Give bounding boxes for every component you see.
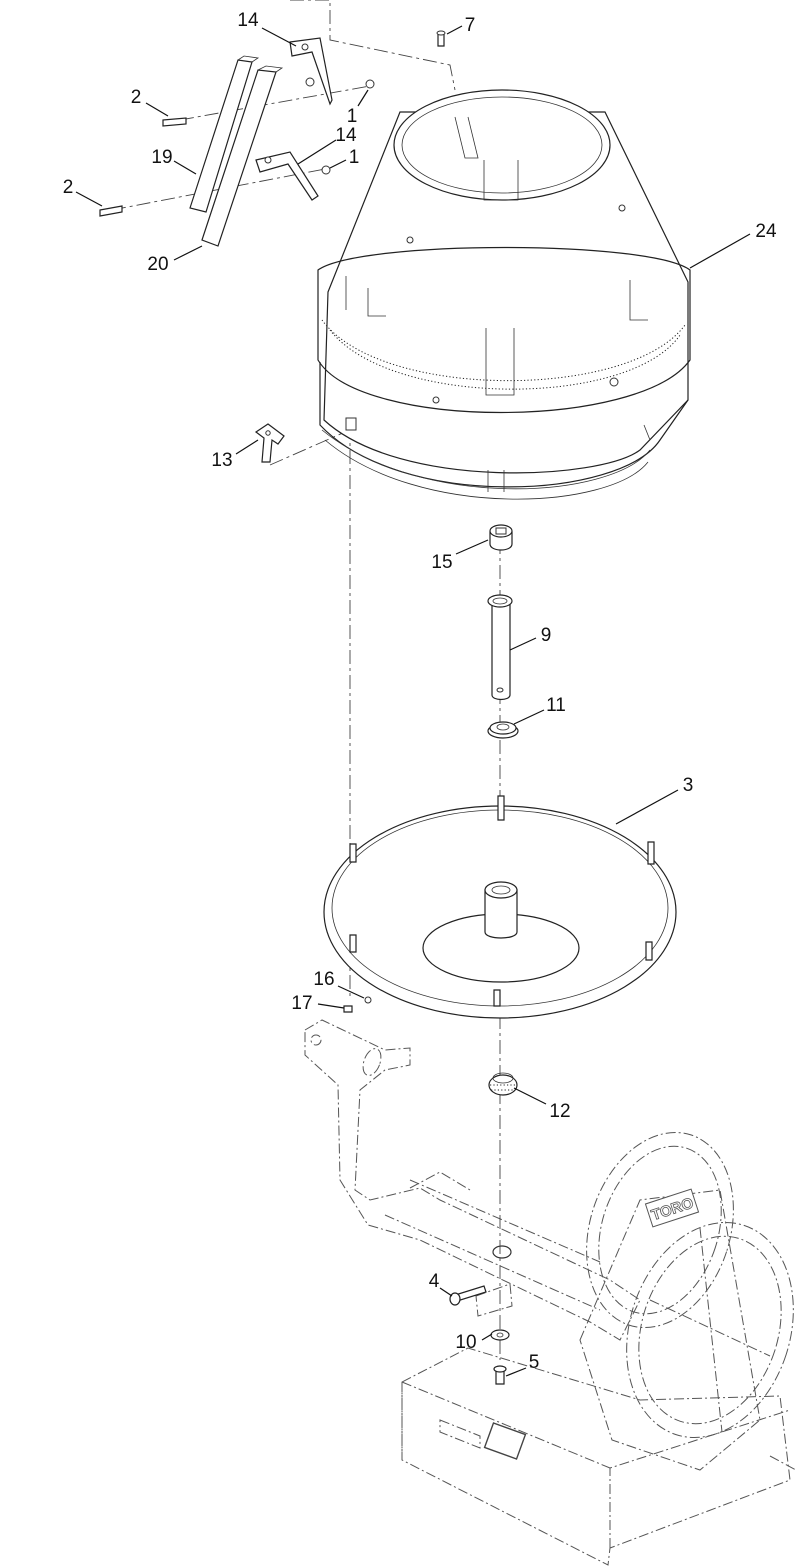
callout-1-upper: 1 xyxy=(347,89,369,127)
callout-label: 19 xyxy=(151,147,172,168)
callout-label: 12 xyxy=(549,1101,570,1122)
callout-label: 4 xyxy=(429,1271,440,1292)
callout-label: 5 xyxy=(529,1352,540,1373)
callout-label: 1 xyxy=(349,147,360,168)
callout-10: 10 xyxy=(455,1332,493,1353)
callout-label: 14 xyxy=(335,125,357,146)
callout-7: 7 xyxy=(446,15,476,36)
callout-3: 3 xyxy=(615,775,694,825)
callout-label: 24 xyxy=(755,221,777,242)
callout-5: 5 xyxy=(505,1352,540,1377)
callout-14-top: 14 xyxy=(237,10,297,47)
callout-label: 11 xyxy=(546,695,566,716)
callout-4: 4 xyxy=(429,1271,453,1297)
pinion-gear-12 xyxy=(488,1072,518,1096)
bottom-pan xyxy=(323,795,677,1019)
clip-13 xyxy=(254,423,285,463)
callout-14-lower: 14 xyxy=(297,125,357,165)
lower-fasteners xyxy=(449,1285,510,1385)
callout-label: 10 xyxy=(455,1332,476,1353)
drum-assembly xyxy=(317,89,691,500)
callout-2-lower: 2 xyxy=(63,177,103,207)
callout-24: 24 xyxy=(689,221,777,269)
callout-label: 14 xyxy=(237,10,259,31)
callout-label: 15 xyxy=(431,552,452,573)
callout-9: 9 xyxy=(509,625,552,651)
callout-16: 16 xyxy=(313,969,365,999)
callout-label: 9 xyxy=(541,625,552,646)
callout-19: 19 xyxy=(151,147,197,175)
callout-label: 2 xyxy=(131,87,142,108)
callout-label: 7 xyxy=(465,15,476,36)
callout-12: 12 xyxy=(513,1087,571,1122)
callout-label: 2 xyxy=(63,177,74,198)
callout-20: 20 xyxy=(147,245,203,275)
shaft-parts xyxy=(487,524,519,739)
callout-13: 13 xyxy=(211,439,259,471)
callout-label: 3 xyxy=(683,775,694,796)
blade-brackets xyxy=(99,30,446,247)
callout-2-upper: 2 xyxy=(131,87,169,117)
callout-label: 20 xyxy=(147,254,168,275)
callout-17: 17 xyxy=(291,993,345,1014)
callout-1-lower: 1 xyxy=(329,147,360,169)
callout-15: 15 xyxy=(431,539,489,573)
callout-label: 17 xyxy=(291,993,312,1014)
callout-label: 16 xyxy=(313,969,334,990)
callout-label: 13 xyxy=(211,450,232,471)
callout-label: 1 xyxy=(347,106,358,127)
callouts: 14 7 2 1 19 14 1 2 xyxy=(63,10,777,1377)
callout-11: 11 xyxy=(513,695,566,725)
